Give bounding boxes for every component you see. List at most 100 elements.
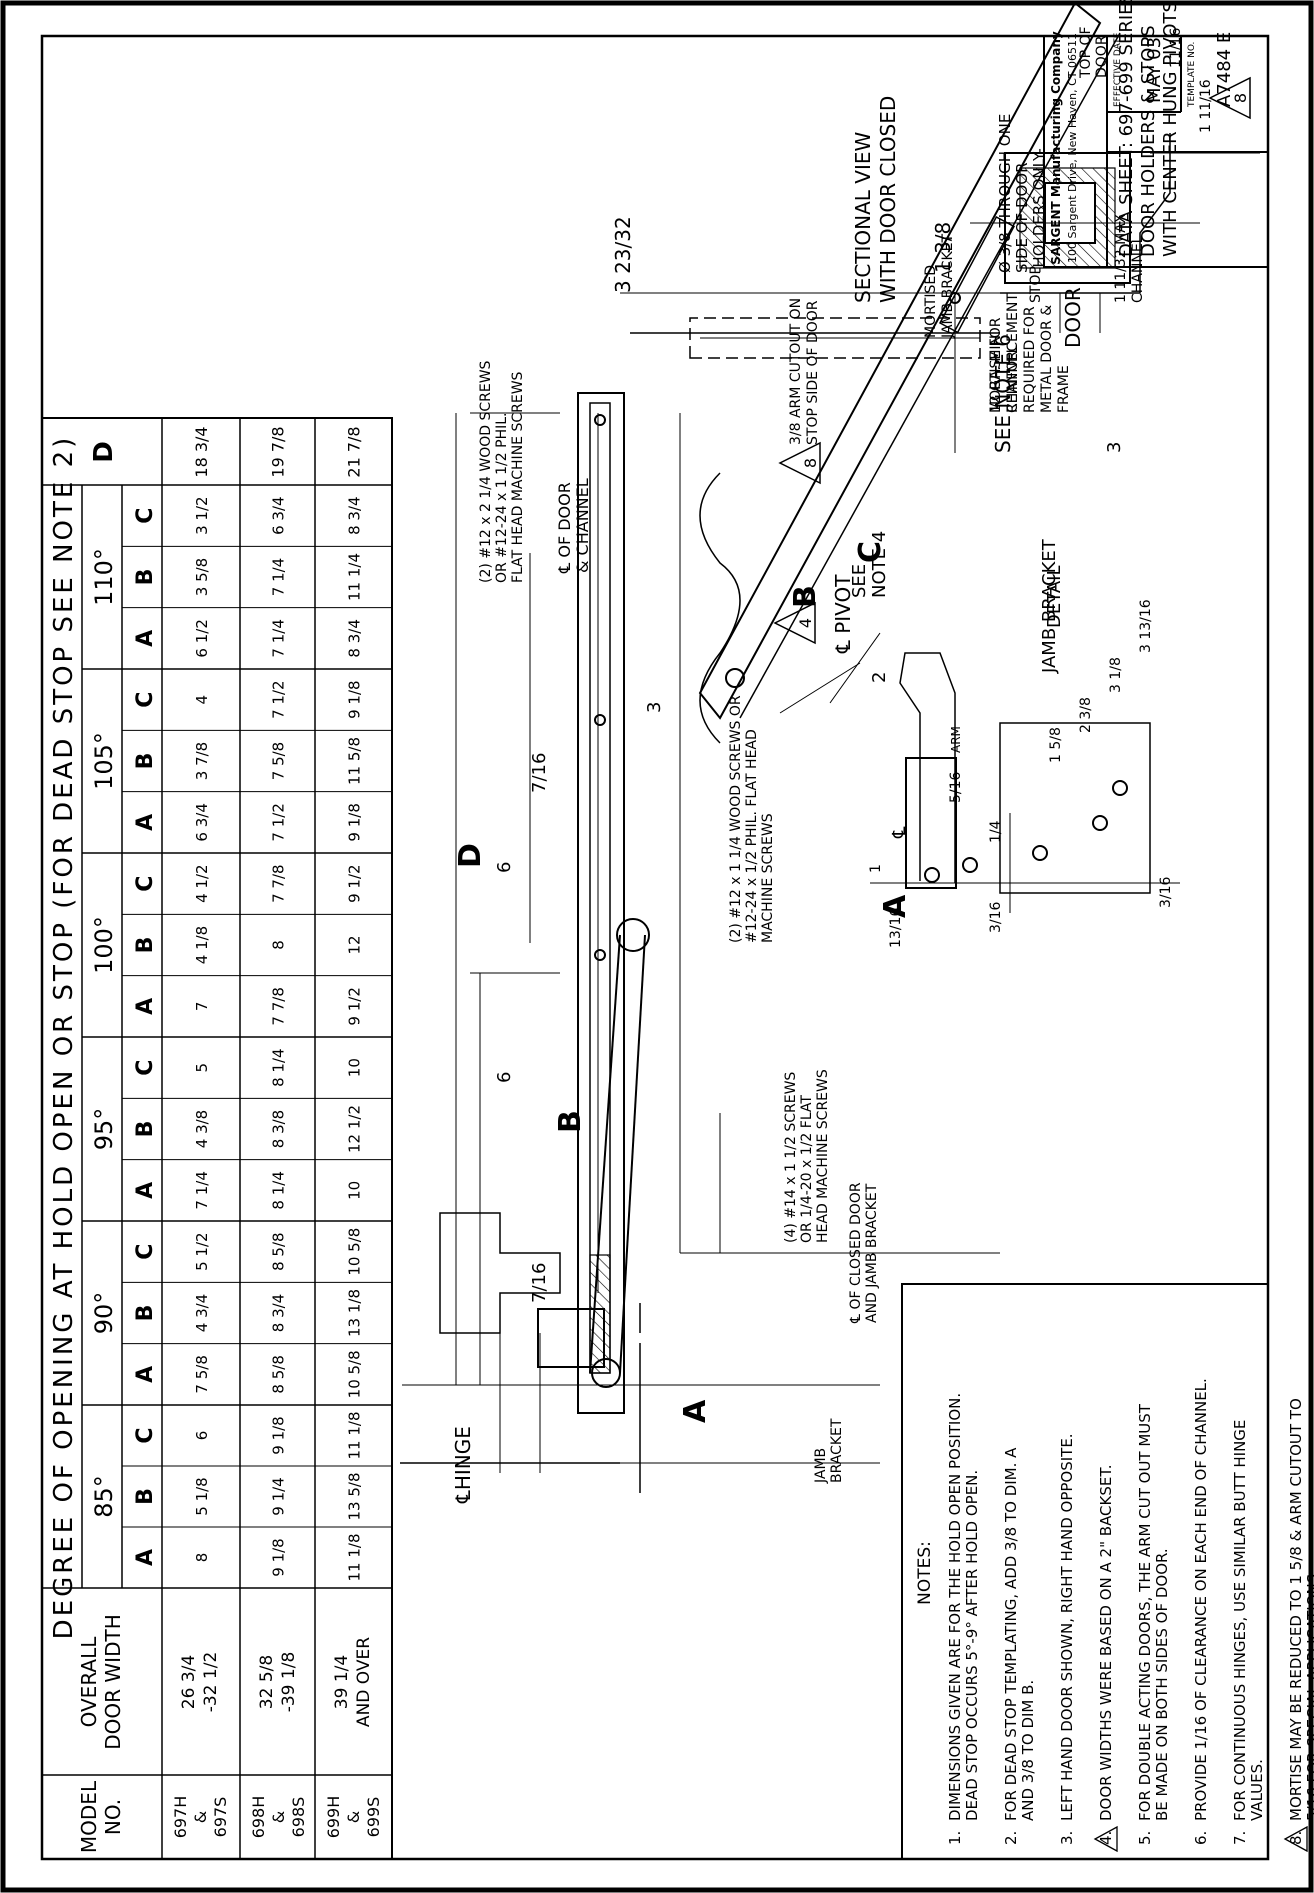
col-b-0: B xyxy=(133,1488,158,1505)
note-line-7-0: MORTISE MAY BE REDUCED TO 1 5/8 & ARM CU… xyxy=(1287,1398,1305,1821)
row-value-1-14: 7 1/2 xyxy=(270,680,288,718)
dim-7-16-a: 7/16 xyxy=(529,1263,550,1303)
closed-door-line1: ℄ OF CLOSED DOOR xyxy=(848,1182,864,1324)
col-c-2: C xyxy=(133,1060,158,1076)
table-grid xyxy=(41,417,393,1860)
angle-header-2: 95° xyxy=(90,1108,118,1151)
header-width-line1: OVERALL xyxy=(77,1636,101,1728)
row-value-1-5: 8 5/8 xyxy=(270,1232,288,1270)
top-of-door-line1: TOP OF xyxy=(1078,26,1094,79)
col-a-3: A xyxy=(133,998,158,1015)
plan-label-a: A xyxy=(678,1399,713,1423)
section-channel-line1: 1 11/32 MAX xyxy=(1113,213,1129,303)
top-of-door-line2: DOOR xyxy=(1094,35,1110,78)
note-number-7: 8. xyxy=(1287,1831,1305,1845)
row-d-0: 18 3/4 xyxy=(192,426,211,477)
arm-label-b: B xyxy=(788,585,823,608)
see-note-6: SEE NOTE 6 xyxy=(991,334,1015,453)
section-title-line1: SECTIONAL VIEW xyxy=(851,131,875,303)
see-note-4-line1: SEE xyxy=(849,564,870,598)
angle-header-4: 105° xyxy=(90,732,118,790)
jamb-d3-1-8: 3 1/8 xyxy=(1108,657,1124,693)
dim-6-a: 6 xyxy=(494,1072,515,1083)
jamb-arm: ARM xyxy=(949,726,963,753)
row-value-0-16: 3 5/8 xyxy=(193,558,211,596)
arm-label-c: C xyxy=(853,541,888,563)
note-number-3: 4. xyxy=(1097,1831,1115,1845)
arm-num-2: 2 xyxy=(869,672,890,683)
row-width-1-1: -39 1/8 xyxy=(279,1652,299,1713)
header-col-d: D xyxy=(89,441,119,463)
row-value-2-4: 13 1/8 xyxy=(346,1289,364,1337)
notes-frame xyxy=(901,1283,1269,1860)
section-title-line2: WITH DOOR CLOSED xyxy=(876,96,900,303)
row-width-1-0: 32 5/8 xyxy=(257,1655,277,1709)
see-note-4-line2: NOTE 4 xyxy=(869,531,890,598)
dim-3: 3 xyxy=(644,702,665,713)
col-a-1: A xyxy=(133,1366,158,1383)
note-line-1-1: AND 3/8 TO DIM B. xyxy=(1019,1680,1037,1821)
reinforcement-line-2: REQUIRED FOR xyxy=(1022,306,1038,413)
row-value-2-16: 11 1/4 xyxy=(346,553,364,601)
col-a-5: A xyxy=(133,630,158,647)
row-value-2-2: 11 1/8 xyxy=(346,1412,364,1460)
note-line-4-1: BE MADE ON BOTH SIDES OF DOOR. xyxy=(1153,1548,1171,1821)
row-value-1-7: 8 3/8 xyxy=(270,1110,288,1148)
screws-14-line2: OR 1/4-20 x 1/2 FLAT xyxy=(799,1095,815,1243)
row-value-2-8: 10 xyxy=(346,1058,364,1077)
reinforcement-line-4: FRAME xyxy=(1056,365,1072,413)
row-value-0-13: 3 7/8 xyxy=(193,742,211,780)
plan-label-b: B xyxy=(553,1110,588,1133)
hole-line1: Ø 3/8 THROUGH ONE xyxy=(996,114,1014,273)
mortise-view xyxy=(620,292,1100,453)
row-width-2-0: 39 1/4 xyxy=(332,1655,352,1709)
arm-flag-triangle xyxy=(773,601,816,645)
reinforcement-line-3: METAL DOOR & xyxy=(1039,305,1055,413)
col-c-4: C xyxy=(133,692,158,708)
note-line-3-0: DOOR WIDTHS WERE BASED ON A 2" BACKSET. xyxy=(1097,1464,1115,1821)
row-value-2-10: 12 xyxy=(346,935,364,954)
row-value-2-12: 9 1/8 xyxy=(346,803,364,841)
row-model-0-0: 697H xyxy=(171,1796,190,1839)
row-value-0-11: 4 1/2 xyxy=(193,864,211,902)
row-model-0-1: & xyxy=(191,1811,210,1823)
jamb-d13-16: 13/16 xyxy=(888,908,904,948)
door-channel-line1: ℄ OF DOOR xyxy=(555,482,574,574)
row-value-0-14: 4 xyxy=(193,695,211,705)
col-a-2: A xyxy=(133,1182,158,1199)
plan-hinge: ℄HINGE xyxy=(451,1426,475,1504)
mortised-line2: JAMB BRACKET xyxy=(940,234,956,339)
row-width-0-0: 26 3/4 xyxy=(179,1655,199,1709)
screws-12a-line3: MACHINE SCREWS xyxy=(760,813,776,943)
row-value-1-12: 7 1/2 xyxy=(270,803,288,841)
section-flag-triangle xyxy=(1208,76,1251,120)
screws-12a-line2: #12-24 x 1/2 PHIL. FLAT HEAD xyxy=(744,729,760,943)
col-b-3: B xyxy=(133,937,158,954)
door-channel-line2: & CHANNEL xyxy=(573,478,592,573)
screws-12a-line1: (2) #12 x 1 1/4 WOOD SCREWS OR xyxy=(728,695,744,943)
sheet-line1: DATA SHEET: 697-699 SERIES xyxy=(1116,0,1137,257)
dim-1-11-16: 1 11/16 xyxy=(1198,79,1214,133)
note-number-5: 6. xyxy=(1192,1831,1210,1845)
row-value-1-0: 9 1/8 xyxy=(270,1538,288,1576)
plan-label-d: D xyxy=(453,843,488,868)
row-value-1-6: 8 1/4 xyxy=(270,1171,288,1209)
row-d-1: 19 7/8 xyxy=(269,426,288,477)
note-line-2-0: LEFT HAND DOOR SHOWN, RIGHT HAND OPPOSIT… xyxy=(1058,1433,1076,1821)
mortise-flag-number: 8 xyxy=(801,458,820,468)
dim-11-16: 11/16 xyxy=(1168,28,1184,68)
row-width-2-1: AND OVER xyxy=(354,1637,374,1727)
note-line-6-1: VALUES. xyxy=(1248,1759,1266,1821)
row-model-1-1: & xyxy=(269,1811,288,1823)
row-value-1-2: 9 1/8 xyxy=(270,1416,288,1454)
section-stop: STOP xyxy=(1028,266,1044,303)
company-address: 100 Sargent Drive, New Haven, CT 06511 xyxy=(1066,33,1079,263)
note-number-1: 2. xyxy=(1002,1831,1020,1845)
note-line-6-0: FOR CONTINUOUS HINGES, USE SIMILAR BUTT … xyxy=(1231,1420,1249,1821)
jamb-d3-13-16: 3 13/16 xyxy=(1138,599,1154,653)
row-value-0-3: 7 5/8 xyxy=(193,1355,211,1393)
row-model-2-1: & xyxy=(344,1811,363,1823)
